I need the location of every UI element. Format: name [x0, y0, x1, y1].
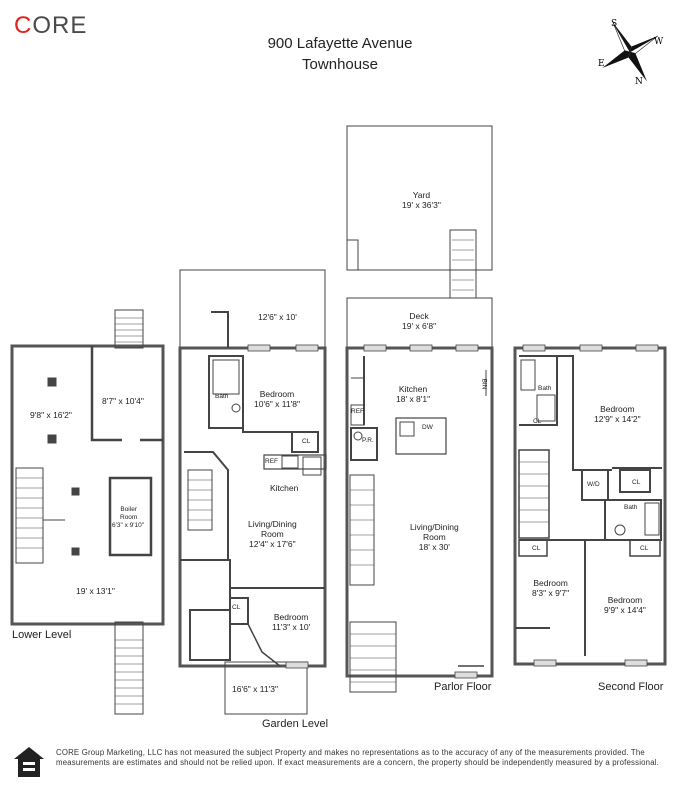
parlor-pr-label: P.R.: [362, 437, 374, 444]
compass-rose-icon: S W E N: [598, 19, 664, 87]
floor-plan-drawing: [10, 125, 667, 715]
garden-ref-label: REF: [265, 458, 278, 465]
floor-label-parlor: Parlor Floor: [434, 681, 492, 693]
lower-room1-dim: 9'8" x 16'2": [30, 410, 72, 420]
compass-n: N: [635, 77, 643, 87]
garden-yard-dim: 12'6" x 10': [258, 312, 297, 322]
second-cl1-label: CL: [533, 418, 542, 425]
floor-label-lower: Lower Level: [12, 629, 72, 641]
second-bath2-label: Bath: [624, 504, 638, 511]
yard-label: Yard 19' x 36'3": [402, 190, 441, 210]
second-bedroom3-label: Bedroom 9'9" x 14'4": [604, 595, 646, 615]
compass-e: E: [598, 59, 605, 69]
second-bedroom2-label: Bedroom 8'3" x 9'7": [532, 578, 570, 598]
garden-living-label: Living/Dining Room 12'4" x 17'6": [248, 519, 297, 549]
boiler-room-dim: 6'3" x 9'10": [112, 522, 145, 529]
garden-bedroom2-label: Bedroom 11'3" x 10': [272, 612, 311, 632]
lower-main-dim: 19' x 13'1": [76, 586, 115, 596]
boiler-room-label: Boiler Room: [120, 506, 138, 521]
second-cl4-label: CL: [640, 545, 649, 552]
compass-s: S: [611, 19, 617, 29]
parlor-dw-label: DW: [422, 424, 433, 431]
core-logo: CORE: [14, 12, 88, 39]
parlor-ref-label: REF: [351, 408, 364, 415]
lower-room2-dim: 8'7" x 10'4": [102, 396, 144, 406]
second-bath1-label: Bath: [538, 385, 552, 392]
garden-kitchen-label: Kitchen: [270, 483, 299, 493]
address-title: 900 Lafayette Avenue: [267, 35, 413, 52]
garden-cl2-label: CL: [232, 604, 241, 611]
second-cl3-label: CL: [532, 545, 541, 552]
garden-bath-label: Bath: [215, 393, 229, 400]
garden-front-dim: 16'6" x 11'3": [232, 684, 278, 694]
second-bedroom1-label: Bedroom 12'9" x 14'2": [594, 404, 641, 424]
parlor-bin-label: BIN: [480, 378, 488, 390]
equal-housing-opportunity-icon: [14, 747, 44, 777]
second-wd-label: W/D: [587, 481, 600, 488]
second-cl2-label: CL: [632, 479, 641, 486]
second-floor-plan: [513, 346, 667, 666]
floor-label-second: Second Floor: [598, 681, 664, 693]
compass-w: W: [654, 37, 664, 47]
disclaimer-text: CORE Group Marketing, LLC has not measur…: [56, 748, 660, 767]
parlor-kitchen-label: Kitchen 18' x 8'1": [396, 384, 431, 404]
deck-label: Deck 19' x 6'8": [402, 311, 437, 331]
garden-level-plan: [178, 269, 327, 715]
parlor-floor-plan: [345, 125, 494, 693]
floor-label-garden: Garden Level: [262, 718, 329, 730]
lower-level-plan: [10, 309, 165, 715]
parlor-living-label: Living/Dining Room 18' x 30': [410, 522, 459, 552]
property-type: Townhouse: [302, 56, 378, 73]
garden-cl1-label: CL: [302, 438, 311, 445]
garden-bedroom-label: Bedroom 10'6" x 11'8": [254, 389, 300, 409]
